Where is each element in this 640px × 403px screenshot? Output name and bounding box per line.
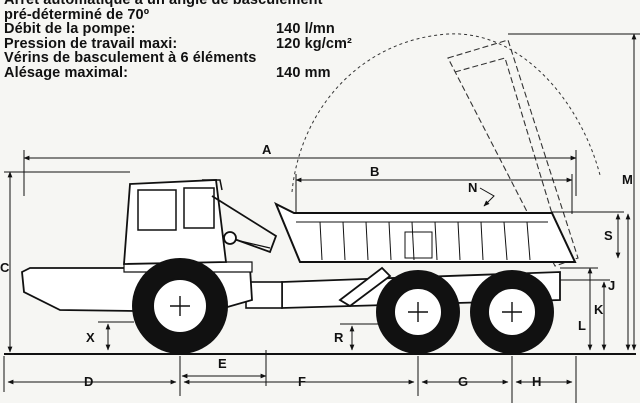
raised-body-outline	[447, 39, 579, 267]
dim-label-d: D	[84, 374, 93, 389]
dimension-letters: A B C D E F G H J K L M N R S X	[0, 142, 633, 389]
spec-label: Vérins de basculement à 6 éléments	[4, 50, 257, 67]
dimension-lines	[3, 33, 640, 403]
cab	[123, 179, 228, 265]
dim-label-b: B	[370, 164, 379, 179]
dim-label-h: H	[532, 374, 541, 389]
dim-label-l: L	[578, 318, 586, 333]
hood-arm	[211, 195, 278, 254]
dump-body	[274, 201, 577, 263]
spec-row: Alésage maximal: 140 mm	[4, 64, 331, 81]
spec-label: Alésage maximal:	[4, 64, 129, 81]
dim-label-j: J	[608, 278, 615, 293]
spec-label: Arrêt automatique à un angle de basculem…	[4, 0, 323, 8]
rear-wheel	[470, 270, 554, 354]
dim-label-m: M	[622, 172, 633, 187]
spec-row: Arrêt automatique à un angle de basculem…	[4, 0, 323, 8]
spec-value: 140 l/mn	[276, 21, 335, 38]
middle-wheel	[376, 270, 460, 354]
spec-row: pré-déterminé de 70º	[4, 6, 323, 23]
dim-label-c: C	[0, 260, 10, 275]
tipping-arc	[291, 33, 601, 193]
spec-row: Vérins de basculement à 6 éléments	[4, 51, 323, 66]
dim-label-n: N	[468, 180, 477, 195]
dim-label-g: G	[458, 374, 468, 389]
spec-value: 140 mm	[276, 64, 331, 81]
spec-row: Débit de la pompe: 140 l/mn	[4, 21, 335, 38]
spec-row: Pression de travail maxi: 120 kg/cm²	[4, 35, 352, 52]
spec-list: Arrêt automatique à un angle de basculem…	[4, 0, 352, 81]
front-wheel	[132, 258, 228, 354]
dim-label-k: K	[594, 302, 604, 317]
spec-value: 120 kg/cm²	[276, 35, 352, 52]
dim-label-f: F	[298, 374, 306, 389]
spec-label: pré-déterminé de 70º	[4, 6, 150, 23]
spec-label: Débit de la pompe:	[4, 21, 136, 38]
dim-label-r: R	[334, 330, 344, 345]
dim-label-a: A	[262, 142, 272, 157]
dim-label-x: X	[86, 330, 95, 345]
dim-label-s: S	[604, 228, 613, 243]
dim-label-e: E	[218, 356, 227, 371]
spec-label: Pression de travail maxi:	[4, 35, 178, 52]
